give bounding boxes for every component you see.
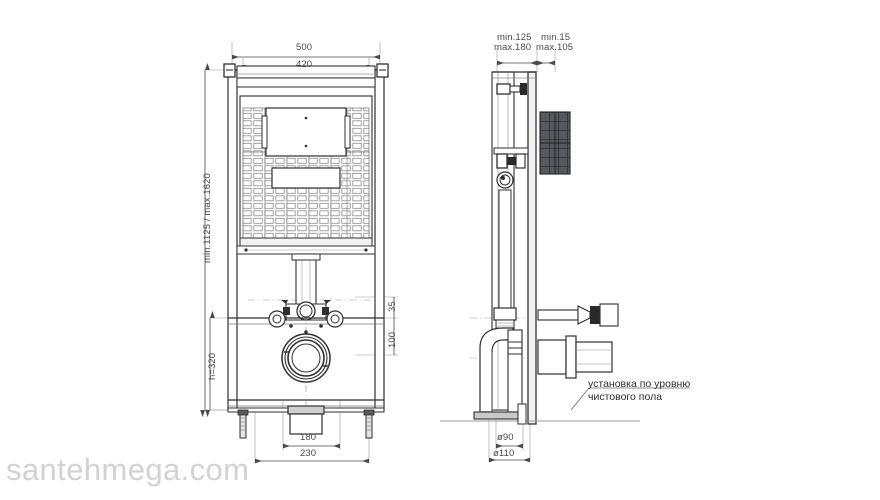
dim-pipe-outer: ø110 xyxy=(493,448,515,459)
dim-depth-1b: max.180 xyxy=(494,42,532,53)
dim-base-width: 230 xyxy=(300,448,317,459)
dim-lower-offset: 100 xyxy=(387,331,398,348)
dim-depth-2: min.15 xyxy=(541,32,571,43)
dim-depth-2b: max.105 xyxy=(536,42,574,53)
dim-outlet-offset: 180 xyxy=(300,432,317,443)
dim-floor-height: h=320 xyxy=(207,352,218,380)
floor-level-note-line2: чистового пола xyxy=(588,391,663,403)
floor-level-note-line1: установка по уровню xyxy=(588,378,691,390)
dim-pipe-inner: ø90 xyxy=(497,432,514,443)
watermark: santehmega.com xyxy=(6,452,250,487)
dim-height-range: min.1125 / max.1620 xyxy=(202,173,213,263)
front-view-geometry xyxy=(223,63,389,439)
dim-depth-1: min.125 xyxy=(497,32,532,43)
dim-frame-width: 420 xyxy=(296,59,313,70)
side-view-geometry xyxy=(440,71,690,425)
dim-overall-width: 500 xyxy=(296,42,313,53)
dim-upper-offset: 35 xyxy=(387,301,398,312)
